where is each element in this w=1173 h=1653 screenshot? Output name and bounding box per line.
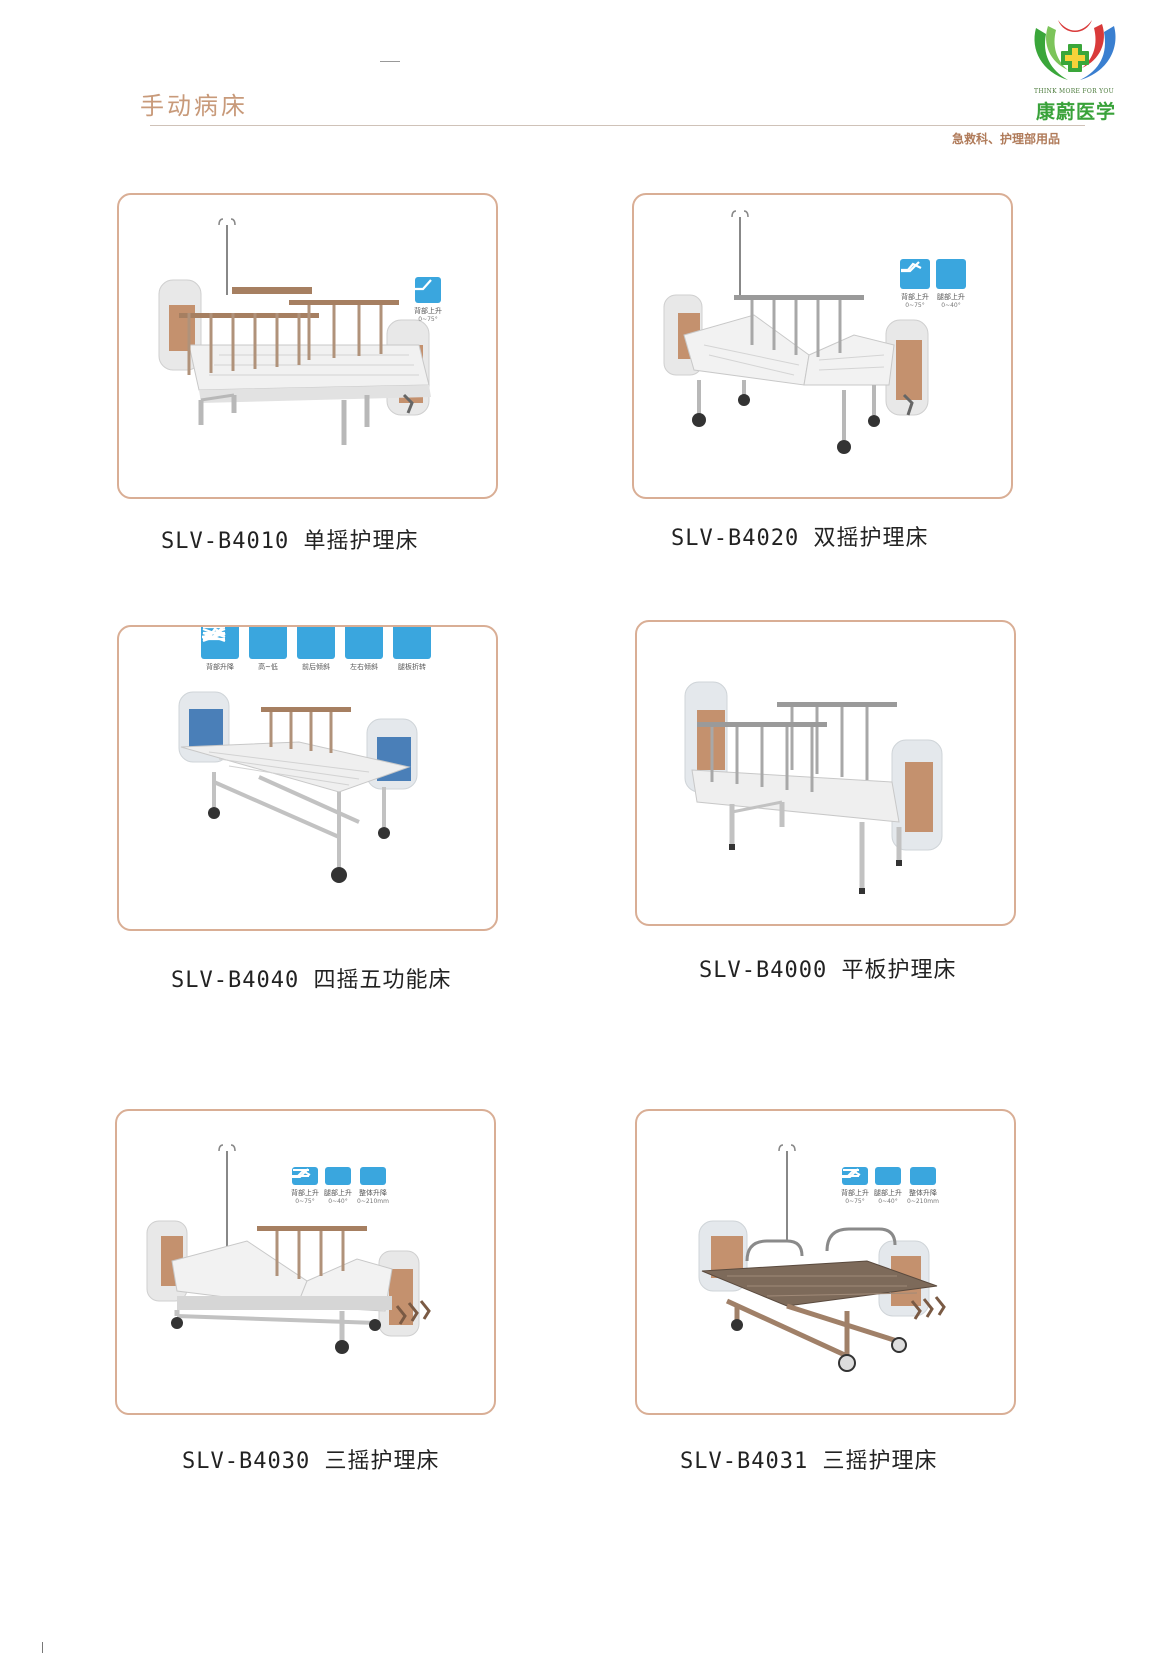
function-label: 背部上升 <box>291 1189 319 1197</box>
flat-bed-image <box>684 681 943 894</box>
logo-name: 康蔚医学 <box>1035 101 1116 123</box>
function-range: 0~40° <box>941 302 961 309</box>
function-range: 0~40° <box>878 1198 898 1205</box>
function-label: 腿部上升 <box>324 1189 352 1197</box>
function-label: 前后倾斜 <box>302 663 330 671</box>
function-label: 背部升降 <box>206 663 234 671</box>
top-dash <box>380 61 400 62</box>
function-label: 背部上升 <box>901 293 929 301</box>
function-range: 0~210mm <box>357 1198 389 1205</box>
lift-icon <box>293 1167 386 1185</box>
product-caption-b4010: SLV-B4010 单摇护理床 <box>161 529 419 554</box>
side-tilt-icon <box>202 627 383 659</box>
product-caption-b4020: SLV-B4020 双摇护理床 <box>671 526 929 551</box>
single-crank-bed-image <box>158 218 431 445</box>
function-label: 背部上升 <box>414 307 442 315</box>
function-label: 腿部上升 <box>874 1189 902 1197</box>
function-range: 0~75° <box>418 316 438 323</box>
function-item: 腿部上升 0~40° <box>292 1167 352 1205</box>
function-label: 高~低 <box>258 663 278 671</box>
leg-raise-icon <box>842 1167 901 1185</box>
function-range: 0~210mm <box>907 1198 939 1205</box>
double-crank-bed-image <box>663 210 929 454</box>
bottom-tick <box>42 1642 43 1653</box>
function-icons: 背部上升 0~75° 腿部上升 0~40° <box>900 259 966 309</box>
function-item: 前后倾斜 <box>202 627 335 672</box>
triple-crank-bed-image <box>146 1144 431 1354</box>
function-label: 背部上升 <box>841 1189 869 1197</box>
product-caption-b4000: SLV-B4000 平板护理床 <box>699 958 957 983</box>
function-item: 背部上升 0~75° <box>414 277 442 323</box>
logo-emblem-icon <box>1034 20 1116 80</box>
function-item: 整体升降 0~210mm <box>843 1167 939 1205</box>
tilt-icon <box>202 627 335 659</box>
function-range: 0~75° <box>905 302 925 309</box>
function-label: 左右倾斜 <box>350 663 378 671</box>
section-title: 手动病床 <box>140 92 248 120</box>
function-label: 整体升降 <box>359 1189 387 1197</box>
function-item: 左右倾斜 <box>202 627 383 672</box>
product-caption-b4030: SLV-B4030 三摇护理床 <box>182 1449 440 1474</box>
function-item: 腿板折转 <box>202 627 431 672</box>
function-item: 整体升降 0~210mm <box>293 1167 389 1205</box>
function-item: 高~低 <box>203 627 287 672</box>
leg-raise-icon <box>901 259 966 289</box>
function-label: 腿部上升 <box>937 293 965 301</box>
function-range: 0~40° <box>328 1198 348 1205</box>
function-item: 腿部上升 0~40° <box>901 259 966 309</box>
product-card-b4030[interactable]: 背部上升 0~75° 腿部上升 0~40° 整体升降 0~210mm <box>115 1109 496 1415</box>
triple-crank-steel-bed-image <box>698 1144 946 1372</box>
product-card-b4010[interactable]: 背部上升 0~75° <box>117 193 498 499</box>
function-label: 腿板折转 <box>398 663 426 671</box>
function-icons: 背部上升 0~75° 腿部上升 0~40° 整体升降 0~210mm <box>291 1167 389 1205</box>
height-icon <box>203 627 287 659</box>
function-label: 整体升降 <box>909 1189 937 1197</box>
function-range: 0~75° <box>845 1198 865 1205</box>
back-raise-icon <box>415 277 441 303</box>
function-icons: 背部上升 0~75° 腿部上升 0~40° 整体升降 0~210mm <box>841 1167 939 1205</box>
product-card-b4031[interactable]: 背部上升 0~75° 腿部上升 0~40° 整体升降 0~210mm <box>635 1109 1016 1415</box>
product-card-b4020[interactable]: 背部上升 0~75° 腿部上升 0~40° <box>632 193 1013 499</box>
function-item: 腿部上升 0~40° <box>842 1167 902 1205</box>
function-icons: 背部升降 高~低 前后倾斜 左右倾斜 <box>201 627 431 672</box>
product-caption-b4040: SLV-B4040 四摇五功能床 <box>171 968 452 993</box>
product-caption-b4031: SLV-B4031 三摇护理床 <box>680 1449 938 1474</box>
four-crank-bed-image <box>178 691 418 883</box>
lift-icon <box>843 1167 936 1185</box>
function-range: 0~75° <box>295 1198 315 1205</box>
brand-logo: THINK MORE FOR YOU 康蔚医学 <box>1018 14 1128 123</box>
header-rule <box>150 125 1085 126</box>
product-card-b4000[interactable] <box>635 620 1016 926</box>
product-card-b4040[interactable]: 背部升降 高~低 前后倾斜 左右倾斜 <box>117 625 498 931</box>
logo-tagline: THINK MORE FOR YOU <box>1034 88 1114 95</box>
leg-fold-icon <box>202 627 431 659</box>
function-icons: 背部上升 0~75° <box>414 277 442 323</box>
leg-raise-icon <box>292 1167 351 1185</box>
header-subtitle: 急救科、护理部用品 <box>952 132 1061 146</box>
